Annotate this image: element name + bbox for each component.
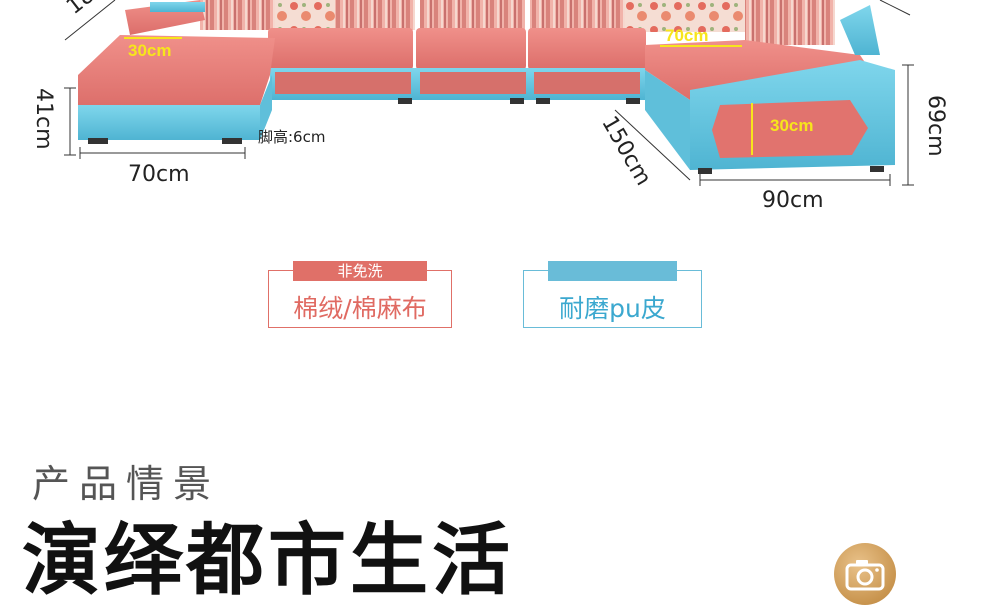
camera-badge (834, 543, 896, 605)
dim-back-height: 69cm (923, 95, 948, 157)
material-leather-tag (548, 261, 677, 281)
dim-cushion-left: 30cm (128, 41, 172, 60)
left-headrest-trim (150, 2, 205, 12)
material-fabric-card: 非免洗 棉绒/棉麻布 (268, 261, 452, 328)
section-headline: 演绎都市生活 (22, 516, 515, 606)
seat-cushion (268, 28, 413, 70)
dim-corner-width: 90cm (762, 188, 824, 213)
base-panel (534, 72, 640, 94)
material-leather-label: 耐磨pu皮 (559, 294, 666, 323)
sofa-leg (536, 98, 550, 104)
back-pillow (200, 0, 280, 30)
sofa-illustration (64, 0, 914, 186)
chaise-side (260, 75, 272, 140)
material-leather-card: 耐磨pu皮 (523, 261, 702, 328)
back-pillow (530, 0, 625, 30)
yellow-arrows (124, 37, 753, 155)
sofa-leg (222, 138, 242, 144)
dim-seat-height: 41cm (31, 88, 56, 150)
sofa-dimension-figure: 180c 30cm 70cm 41cm 70cm 脚高:6cm 150cm 30… (0, 0, 990, 230)
sofa-leg (398, 98, 412, 104)
dim-cushion-right: 70cm (665, 26, 709, 45)
right-headrest (840, 5, 880, 55)
back-pillow (420, 0, 525, 30)
material-fabric-label: 棉绒/棉麻布 (293, 294, 427, 323)
dim-leg-height: 脚高:6cm (258, 128, 326, 146)
seat-cushion (528, 28, 646, 70)
base-panel (275, 72, 411, 94)
base-panel (420, 72, 526, 94)
chaise-seat (78, 35, 275, 108)
sofa-leg (626, 98, 640, 104)
corner-side (645, 70, 690, 170)
section-title: 产品情景 (32, 462, 221, 506)
dimension-lines (64, 0, 914, 186)
material-fabric-tag: 非免洗 (293, 261, 427, 281)
back-pillow (335, 0, 415, 30)
back-pillow-floral (625, 0, 745, 32)
dim-arm-thickness: 30cm (770, 116, 814, 135)
sofa-leg (88, 138, 108, 144)
chaise-base (78, 105, 260, 140)
seat-cushion (416, 28, 526, 70)
camera-icon (845, 560, 885, 591)
back-pillow-floral (275, 0, 335, 30)
sofa-leg (698, 168, 712, 174)
dim-chaise-width: 70cm (128, 162, 190, 187)
sofa-leg (510, 98, 524, 104)
sofa-leg (870, 166, 884, 172)
back-pillow (745, 0, 835, 45)
